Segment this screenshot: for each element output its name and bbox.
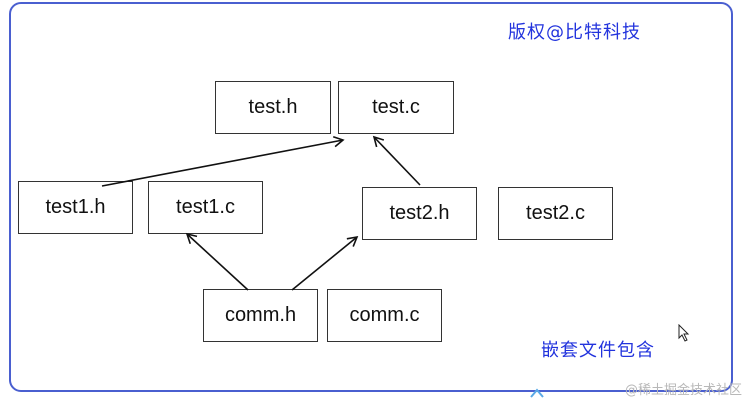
file-test2-c: test2.c — [498, 187, 613, 240]
file-test2-h: test2.h — [362, 187, 477, 240]
arrow-test2h-to-testc — [372, 135, 421, 186]
file-test-h: test.h — [215, 81, 331, 134]
watermark: @稀土掘金技术社区 — [624, 383, 742, 398]
arrow-commh-to-test2h — [291, 235, 359, 291]
mouse-cursor-icon — [678, 324, 690, 342]
file-comm-h: comm.h — [203, 289, 318, 342]
file-test-c: test.c — [338, 81, 454, 134]
copyright-note: 版权@比特科技 — [508, 22, 641, 43]
arrow-test1h-to-testc — [101, 136, 345, 187]
diagram-frame — [9, 2, 733, 392]
file-comm-c: comm.c — [327, 289, 442, 342]
caption-note: 嵌套文件包含 — [541, 340, 655, 361]
file-test1-c: test1.c — [148, 181, 263, 234]
caret-up-icon — [530, 388, 544, 398]
arrow-commh-to-test1c — [185, 232, 249, 291]
file-test1-h: test1.h — [18, 181, 133, 234]
